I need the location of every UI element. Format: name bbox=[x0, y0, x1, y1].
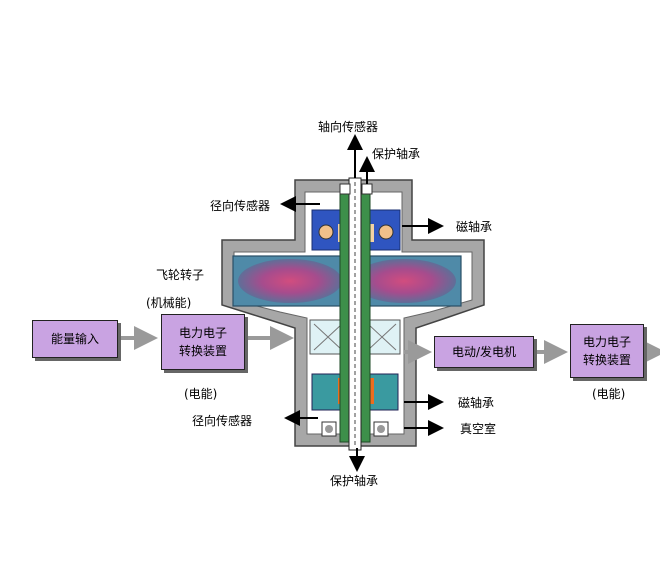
energy-input-text: 能量输入 bbox=[50, 332, 99, 346]
lower-protect-bearing bbox=[321, 421, 389, 437]
converter-left-line1: 电力电子 bbox=[178, 326, 227, 340]
radial-sensor-top-label: 径向传感器 bbox=[210, 199, 271, 213]
protect-bearing-top-label: 保护轴承 bbox=[372, 147, 421, 161]
upper-protect-bearing bbox=[339, 183, 373, 195]
vacuum-chamber-label: 真空室 bbox=[460, 422, 497, 436]
converter-left-line2: 转换装置 bbox=[178, 344, 227, 358]
radial-sensor-bottom-label: 径向传感器 bbox=[192, 414, 253, 428]
mechanical-energy-label: (机械能) bbox=[146, 296, 192, 310]
axial-sensor-label: 轴向传感器 bbox=[318, 120, 379, 134]
converter-right-line1: 电力电子 bbox=[582, 335, 631, 349]
upper-magnetic-bearing bbox=[311, 209, 401, 251]
protect-bearing-bottom-label: 保护轴承 bbox=[330, 474, 379, 488]
magnetic-bearing-bottom-label: 磁轴承 bbox=[458, 396, 495, 410]
energy-input-box: 能量输入 bbox=[32, 320, 118, 358]
converter-right-line2: 转换装置 bbox=[582, 353, 631, 367]
shaft bbox=[339, 177, 371, 451]
lower-magnetic-bearing bbox=[311, 373, 399, 411]
motor-generator-text: 电动/发电机 bbox=[451, 345, 517, 359]
energy-flow-arrows bbox=[120, 326, 660, 364]
electric-energy-left-label: (电能) bbox=[184, 387, 218, 401]
converter-right-box: 电力电子 转换装置 bbox=[570, 324, 644, 378]
flywheel-rotor-label: 飞轮转子 bbox=[156, 268, 205, 282]
motor-generator-box: 电动/发电机 bbox=[434, 336, 534, 368]
magnetic-bearing-top-label: 磁轴承 bbox=[456, 220, 493, 234]
electric-energy-right-label: (电能) bbox=[592, 387, 626, 401]
converter-left-box: 电力电子 转换装置 bbox=[161, 314, 245, 370]
pointer-arrows bbox=[280, 134, 444, 472]
